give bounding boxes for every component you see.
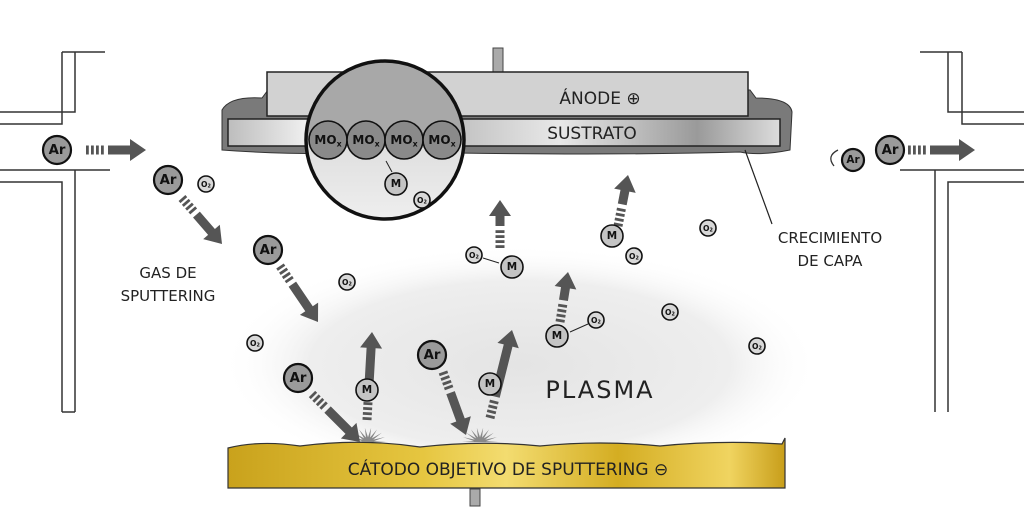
oxide-molecule: MOx [384, 120, 424, 160]
svg-text:MOx: MOx [390, 133, 417, 148]
oxygen-molecule: O2 [661, 303, 679, 321]
cathode-target [227, 437, 786, 489]
oxygen-molecule: O2 [699, 219, 717, 237]
svg-text:M: M [552, 330, 562, 342]
svg-text:M: M [362, 384, 372, 396]
oxygen-molecule: O2 [587, 311, 605, 329]
metal-atom: M [600, 224, 624, 248]
motion-arrow [178, 195, 222, 244]
anode-rod [492, 47, 504, 74]
metal-atom: M [545, 324, 569, 348]
oxygen-molecule: O2 [625, 247, 643, 265]
oxygen-molecule: O2 [338, 273, 356, 291]
sputter-gas-label-2: SPUTTERING [121, 287, 216, 305]
svg-text:M: M [607, 230, 617, 242]
svg-text:O2: O2 [201, 180, 211, 190]
reaction-arrow [569, 323, 589, 333]
svg-text:O2: O2 [417, 196, 427, 206]
magnifier-inset: MOx MOx MOx MOx [304, 59, 466, 221]
svg-text:O2: O2 [469, 251, 479, 261]
motion-arrow [438, 370, 471, 435]
argon-atom: Ar [252, 234, 284, 266]
argon-atom: Ar [840, 147, 866, 173]
chamber-wall-left [0, 51, 110, 413]
deposition-arrow [385, 160, 393, 173]
svg-text:O2: O2 [342, 278, 352, 288]
svg-text:O2: O2 [591, 316, 601, 326]
svg-text:M: M [391, 178, 401, 190]
svg-text:O2: O2 [250, 339, 260, 349]
oxide-molecule: MOx [308, 120, 348, 160]
svg-text:Ar: Ar [846, 154, 860, 166]
svg-text:O2: O2 [752, 342, 762, 352]
svg-text:Ar: Ar [424, 348, 441, 363]
reaction-arrow [482, 257, 500, 264]
motion-arrow [554, 272, 577, 323]
motion-arrow [86, 139, 146, 161]
sputter-gas-label-1: GAS DE [139, 264, 196, 282]
argon-atom: Ar [152, 164, 184, 196]
plasma-label: PLASMA [545, 376, 654, 404]
oxide-molecule: MOx [422, 120, 462, 160]
motion-arrow [489, 200, 511, 248]
svg-text:M: M [485, 378, 495, 390]
svg-text:Ar: Ar [260, 243, 277, 258]
metal-atom: M [384, 172, 408, 196]
svg-text:Ar: Ar [49, 143, 66, 158]
svg-text:Ar: Ar [882, 143, 899, 158]
film-growth-label-2: DE CAPA [798, 252, 864, 270]
metal-atom: M [355, 378, 379, 402]
svg-text:O2: O2 [703, 224, 713, 234]
oxygen-molecule: O2 [413, 191, 431, 209]
svg-text:O2: O2 [629, 252, 639, 262]
cathode-rod [469, 488, 481, 507]
film-growth-leader-line [744, 149, 773, 225]
svg-text:MOx: MOx [428, 133, 455, 148]
motion-arrow [613, 175, 636, 227]
motion-arrow [908, 139, 975, 161]
svg-text:M: M [507, 261, 517, 273]
svg-text:MOx: MOx [352, 133, 379, 148]
oxide-molecule: MOx [346, 120, 386, 160]
anode-label: ÁNODE ⊕ [559, 87, 640, 109]
oxygen-molecule: O2 [197, 175, 215, 193]
argon-atom: Ar [41, 134, 73, 166]
svg-text:O2: O2 [665, 308, 675, 318]
chamber-wall-right [900, 51, 1024, 412]
substrate-label: SUSTRATO [547, 124, 637, 144]
argon-atom: Ar [416, 339, 448, 371]
oxygen-molecule: O2 [748, 337, 766, 355]
argon-atom: Ar [874, 134, 906, 166]
metal-atom: M [500, 255, 524, 279]
svg-text:MOx: MOx [314, 133, 341, 148]
film-growth-label-1: CRECIMIENTO [778, 229, 882, 247]
svg-text:Ar: Ar [160, 173, 177, 188]
argon-atom: Ar [282, 362, 314, 394]
oxygen-molecule: O2 [246, 334, 264, 352]
oxygen-molecule: O2 [465, 246, 483, 264]
metal-atom: M [478, 372, 502, 396]
motion-arrow [308, 390, 360, 442]
motion-arrow [276, 263, 319, 322]
motion-arc [830, 149, 839, 167]
svg-text:Ar: Ar [290, 371, 307, 386]
cathode-label: CÁTODO OBJETIVO DE SPUTTERING ⊖ [348, 458, 668, 480]
